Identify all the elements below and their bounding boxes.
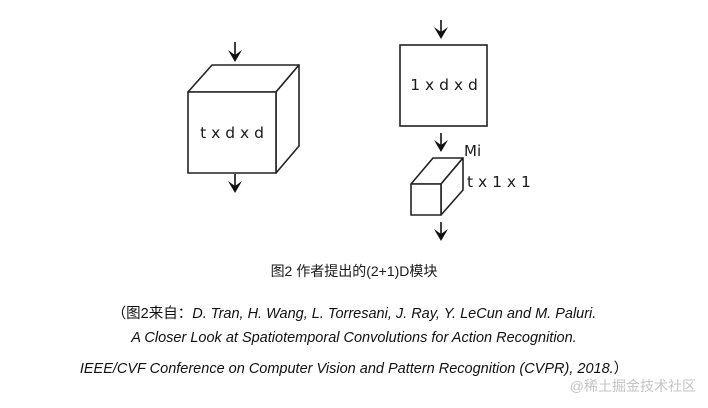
- arrowhead-icon: [434, 27, 448, 39]
- 2plus1d-conv-block: 1 x d x d Mi t x 1 x 1: [399, 20, 531, 241]
- citation-title: A Closer Look at Spatiotemporal Convolut…: [131, 330, 577, 346]
- figure-caption: 图2 作者提出的(2+1)D模块: [270, 263, 438, 279]
- temporal-cuboid-shape: [410, 157, 464, 216]
- citation-venue: IEEE/CVF Conference on Computer Vision a…: [79, 361, 614, 377]
- citation-line-3: IEEE/CVF Conference on Computer Vision a…: [0, 357, 708, 378]
- citation-line-1: （图2来自：D. Tran, H. Wang, L. Torresani, J.…: [0, 302, 708, 323]
- watermark: @稀土掘金技术社区: [569, 378, 696, 394]
- 3d-conv-block: t x d x d: [187, 42, 300, 193]
- arrowhead-icon: [228, 50, 242, 62]
- spatial-conv-label: 1 x d x d: [410, 76, 478, 94]
- arrowhead-icon: [434, 140, 448, 152]
- cube-shape: [187, 64, 300, 174]
- left-block-label: t x d x d: [200, 124, 264, 142]
- citation-suffix: ）: [613, 361, 629, 377]
- arrowhead-icon: [228, 181, 242, 193]
- arrowhead-icon: [434, 229, 448, 241]
- temporal-conv-label: t x 1 x 1: [467, 173, 531, 191]
- citation-authors: D. Tran, H. Wang, L. Torresani, J. Ray, …: [192, 306, 597, 322]
- spatial-conv-square: [399, 44, 488, 127]
- conv-block-diagram: t x d x d 1 x d x d Mi t x 1 x 1: [187, 20, 531, 241]
- citation-prefix: （图2来自：: [111, 306, 193, 322]
- intermediate-channels-label: Mi: [464, 142, 481, 160]
